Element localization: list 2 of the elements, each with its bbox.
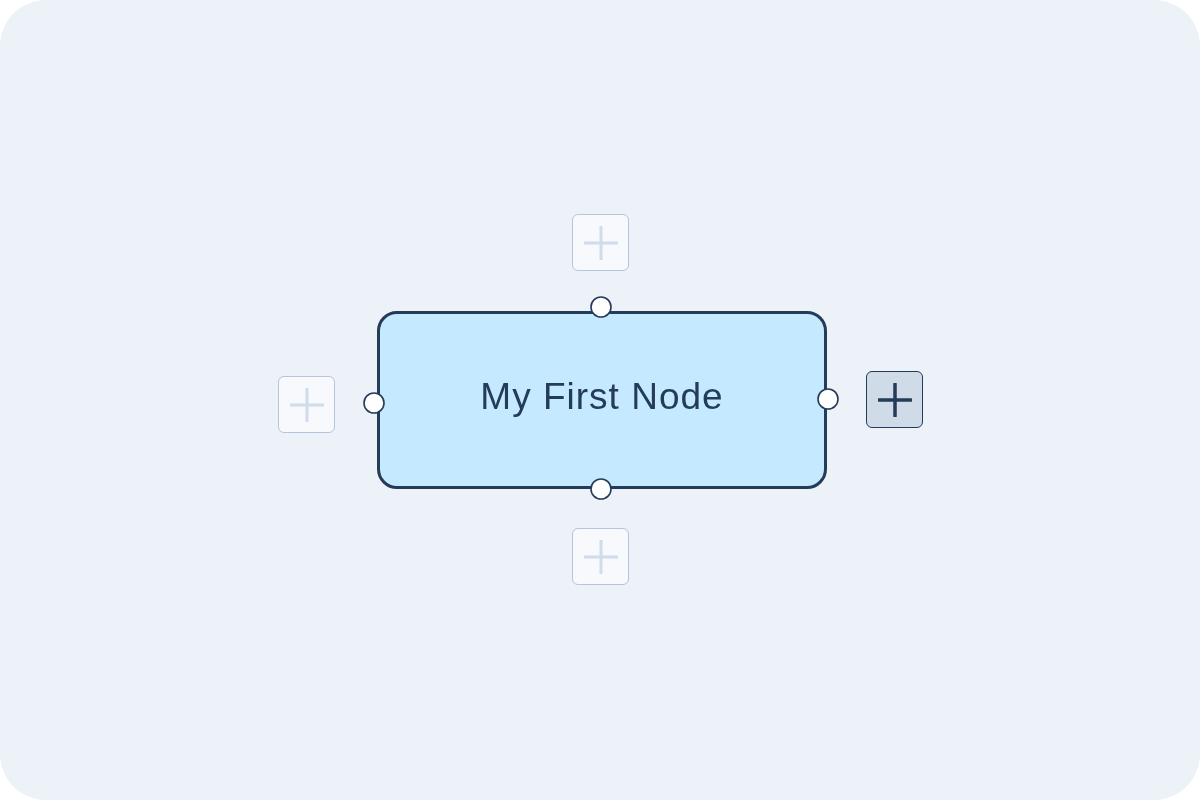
node-box	[377, 311, 827, 489]
node-label: My First Node	[480, 376, 724, 418]
